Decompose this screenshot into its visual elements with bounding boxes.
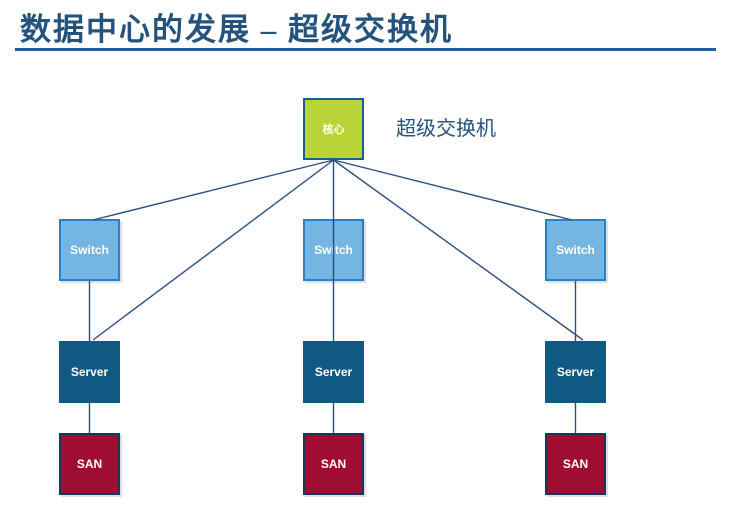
core-node: 核心 (303, 98, 364, 160)
slide-title: 数据中心的发展 – 超级交换机 (20, 12, 453, 47)
switch-node-3: Switch (545, 219, 606, 281)
switch-node-2: Switch (303, 219, 364, 281)
san-node-2: SAN (303, 433, 364, 495)
san-node-3: SAN (545, 433, 606, 495)
core-caption: 超级交换机 (396, 118, 496, 140)
title-underline (15, 48, 716, 51)
san-node-1: SAN (59, 433, 120, 495)
server-node-2: Server (303, 341, 364, 403)
server-node-1: Server (59, 341, 120, 403)
server-node-3: Server (545, 341, 606, 403)
switch-node-1: Switch (59, 219, 120, 281)
